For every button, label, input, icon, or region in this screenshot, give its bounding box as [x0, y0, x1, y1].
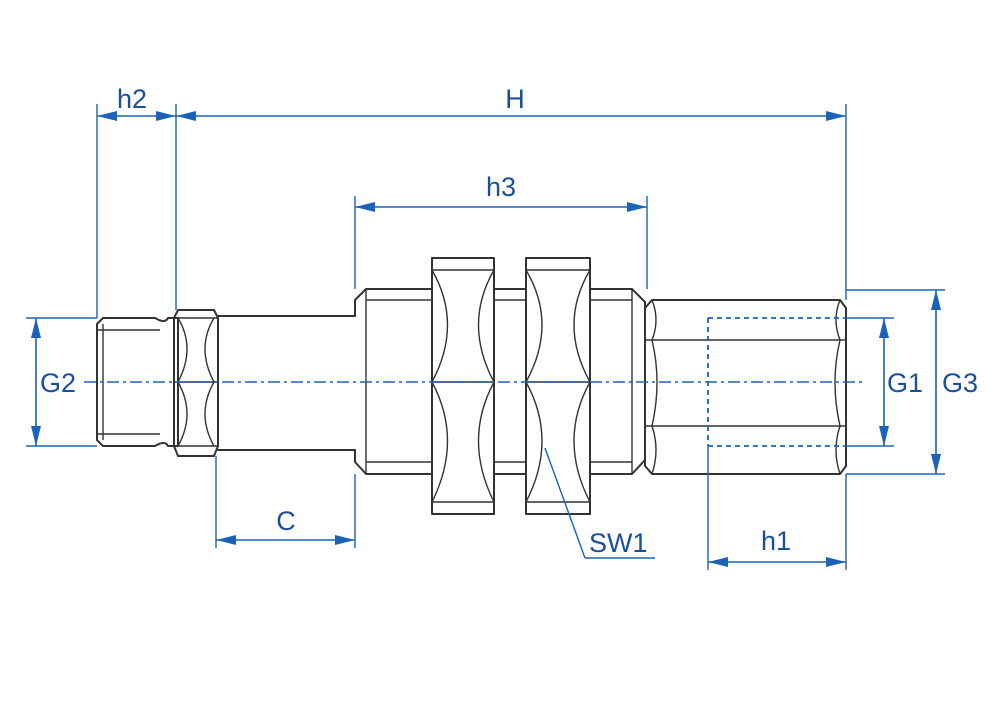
label-h1: h1	[761, 526, 791, 556]
label-G2: G2	[40, 368, 76, 398]
dimension-C: C	[216, 506, 355, 545]
dimension-G3: G3	[931, 290, 978, 474]
dimension-H: H	[176, 84, 846, 121]
dimension-h2: h2	[97, 84, 176, 121]
hex-sleeve	[644, 299, 847, 475]
label-G3: G3	[942, 368, 978, 398]
label-h2: h2	[117, 84, 147, 114]
dimension-h1: h1	[708, 526, 846, 567]
label-H: H	[505, 84, 525, 114]
label-SW1: SW1	[589, 528, 648, 558]
label-G1: G1	[887, 368, 923, 398]
thread-stub-g2	[96, 317, 179, 447]
shaft	[217, 315, 356, 451]
small-hex-nut	[173, 309, 219, 457]
hex-nut-2	[525, 257, 591, 515]
hex-nut-1	[431, 257, 495, 515]
dimension-h3: h3	[355, 172, 647, 212]
dimensions: h2 H h3 G2 G1	[26, 84, 978, 570]
part-outline	[96, 257, 847, 515]
dimension-G1: G1	[879, 318, 923, 446]
dimension-G2: G2	[31, 318, 76, 446]
label-h3: h3	[486, 172, 516, 202]
label-C: C	[276, 506, 296, 536]
leader-SW1: SW1	[544, 447, 655, 559]
